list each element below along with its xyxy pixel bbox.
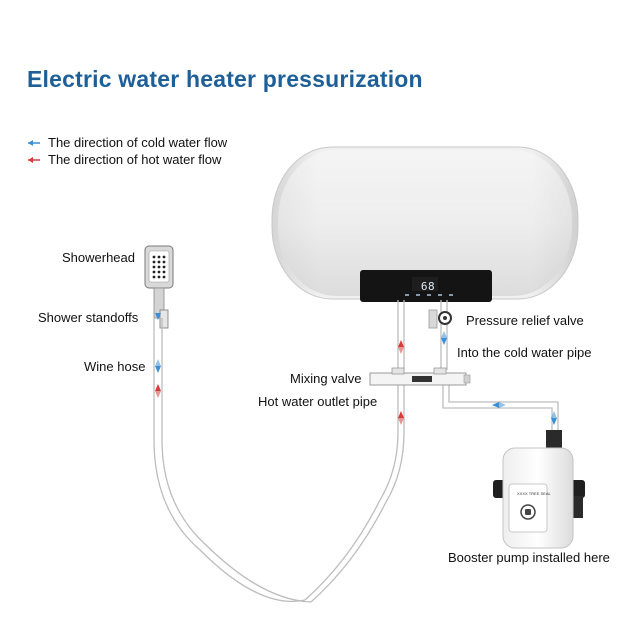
legend-hot: The direction of hot water flow bbox=[26, 152, 221, 167]
label-pressure-relief-valve: Pressure relief valve bbox=[466, 313, 584, 328]
flow-arrow-hot-2-icon bbox=[398, 411, 404, 425]
flow-arrow-cold-1-icon bbox=[441, 331, 447, 345]
flow-arrow-cold-hose-icon bbox=[155, 359, 161, 373]
shower-hose bbox=[153, 318, 312, 603]
flow-arrow-hot-hose-icon bbox=[155, 384, 161, 398]
cold-flow-arrow-icon bbox=[26, 136, 44, 150]
water-heater-tank bbox=[271, 146, 579, 300]
hot-flow-arrow-icon bbox=[26, 153, 44, 167]
showerhead bbox=[144, 245, 174, 319]
label-cold-water-pipe: Into the cold water pipe bbox=[457, 345, 592, 360]
flow-arrow-cold-shower-icon bbox=[155, 313, 161, 320]
label-mixing-valve: Mixing valve bbox=[290, 371, 362, 386]
pump-brand-text: XXXX TREE SEAL bbox=[517, 491, 551, 496]
flow-arrow-cold-2-icon bbox=[492, 402, 506, 408]
label-wine-hose: Wine hose bbox=[84, 359, 146, 374]
label-hot-water-outlet: Hot water outlet pipe bbox=[258, 394, 378, 409]
label-shower-standoffs: Shower standoffs bbox=[38, 310, 139, 325]
mixing-valve bbox=[369, 367, 471, 386]
flow-arrow-cold-3-icon bbox=[551, 411, 557, 425]
shower-standoffs bbox=[159, 309, 169, 329]
heater-pipes bbox=[304, 300, 559, 603]
heater-display-value: 68 bbox=[420, 280, 436, 293]
legend-cold: The direction of cold water flow bbox=[26, 135, 227, 150]
legend-cold-label: The direction of cold water flow bbox=[48, 135, 228, 150]
heater-control-panel bbox=[360, 270, 492, 302]
label-showerhead: Showerhead bbox=[62, 250, 135, 265]
pressure-relief-valve bbox=[428, 309, 452, 329]
diagram-title: Electric water heater pressurization bbox=[27, 66, 423, 92]
label-booster-pump: Booster pump installed here bbox=[448, 550, 610, 565]
booster-pump bbox=[493, 430, 585, 549]
flow-arrow-hot-1-icon bbox=[398, 340, 404, 354]
legend-hot-label: The direction of hot water flow bbox=[48, 152, 222, 167]
